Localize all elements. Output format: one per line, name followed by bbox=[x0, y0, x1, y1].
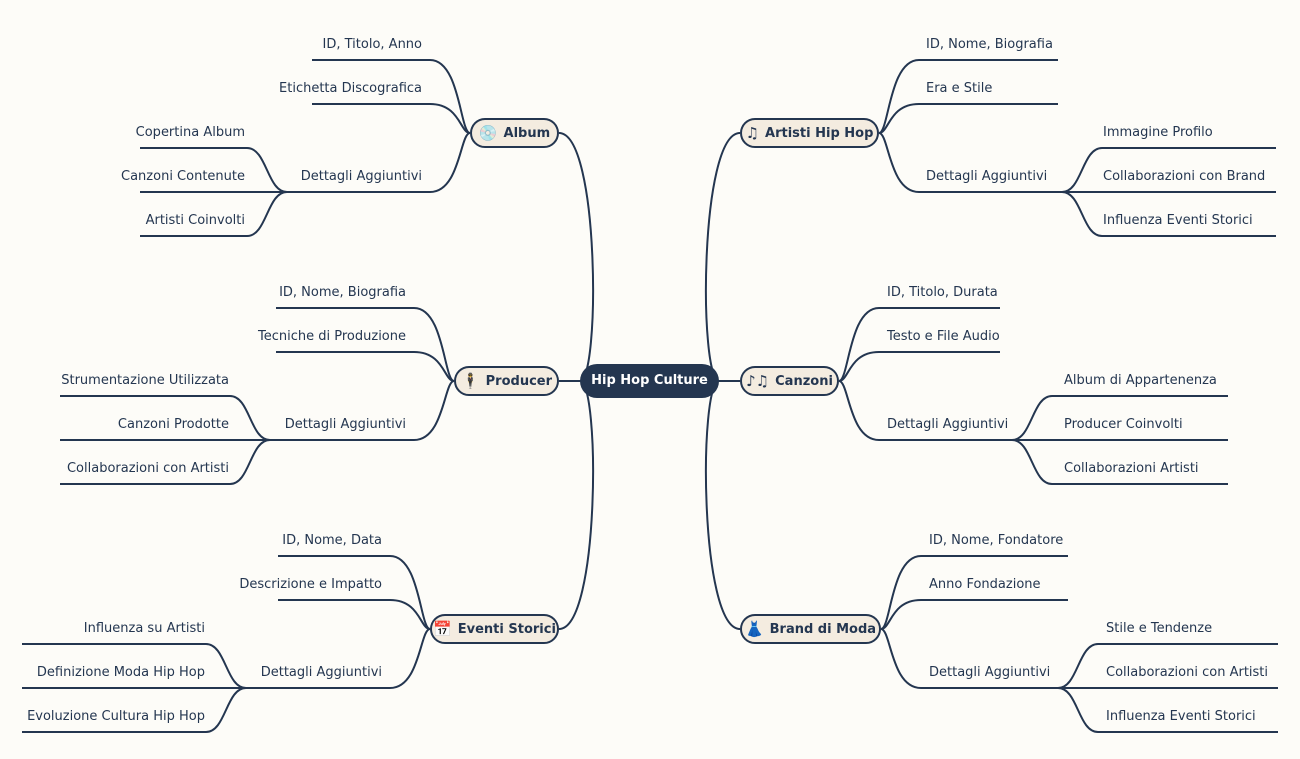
connector-sub bbox=[878, 132, 1062, 193]
connector-sub bbox=[287, 132, 471, 193]
connector-sub bbox=[838, 380, 1012, 441]
connector-center-topic bbox=[704, 380, 741, 630]
connector-sub-leaf bbox=[140, 191, 288, 237]
connector-center-topic bbox=[558, 132, 595, 382]
connector-leaf bbox=[312, 59, 471, 134]
topic-label: Artisti Hip Hop bbox=[765, 125, 874, 141]
connector-sub bbox=[246, 628, 431, 689]
topic-label: Brand di Moda bbox=[769, 621, 877, 637]
leaf-producer-id[interactable]: ID, Nome, Biografia bbox=[279, 285, 406, 300]
topic-label: Producer bbox=[485, 373, 553, 389]
connector-sub-leaf bbox=[60, 395, 271, 441]
cd-icon: 💿 bbox=[478, 123, 498, 142]
topic-label: Album bbox=[503, 125, 551, 141]
leaf-artisti-immagine[interactable]: Immagine Profilo bbox=[1103, 125, 1213, 140]
connector-sub-leaf bbox=[1057, 643, 1278, 689]
leaf-eventi-id[interactable]: ID, Nome, Data bbox=[282, 533, 382, 548]
connector-leaf bbox=[880, 599, 1068, 630]
leaf-eventi-evoluzione[interactable]: Evoluzione Cultura Hip Hop bbox=[27, 709, 205, 724]
leaf-eventi-influenza[interactable]: Influenza su Artisti bbox=[83, 621, 205, 636]
leaf-canzoni-testo[interactable]: Testo e File Audio bbox=[887, 329, 1000, 344]
connector-sub-leaf bbox=[1057, 687, 1278, 733]
connector-sub-leaf bbox=[1011, 439, 1228, 485]
leaf-brand-dettagli[interactable]: Dettagli Aggiuntivi bbox=[929, 665, 1051, 680]
leaf-brand-anno[interactable]: Anno Fondazione bbox=[929, 577, 1041, 592]
leaf-album-etichetta[interactable]: Etichetta Discografica bbox=[279, 81, 422, 96]
leaf-album-dettagli[interactable]: Dettagli Aggiuntivi bbox=[300, 169, 422, 184]
leaf-album-artisti[interactable]: Artisti Coinvolti bbox=[145, 213, 245, 228]
topic-label: Eventi Storici bbox=[457, 621, 556, 637]
leaf-artisti-id[interactable]: ID, Nome, Biografia bbox=[926, 37, 1053, 52]
connector-sub-leaf bbox=[140, 147, 288, 193]
topic-album[interactable]: 💿 Album bbox=[470, 118, 559, 148]
connector-leaf bbox=[276, 307, 455, 382]
producer-icon: 🕴 bbox=[460, 371, 480, 390]
connector-sub bbox=[270, 380, 455, 441]
leaf-producer-collaborazioni[interactable]: Collaborazioni con Artisti bbox=[66, 461, 229, 476]
connector-sub-leaf bbox=[22, 643, 247, 689]
topic-artisti-hip-hop[interactable]: ♫ Artisti Hip Hop bbox=[740, 118, 879, 148]
connector-center-topic bbox=[704, 132, 741, 382]
connector-center-topic bbox=[558, 380, 595, 630]
leaf-album-id-titolo-anno[interactable]: ID, Titolo, Anno bbox=[322, 37, 422, 52]
connector-leaf bbox=[880, 555, 1068, 630]
topic-canzoni[interactable]: ♪♫ Canzoni bbox=[740, 366, 839, 396]
connector-sub-leaf bbox=[1061, 147, 1276, 193]
leaf-producer-strumentazione[interactable]: Strumentazione Utilizzata bbox=[61, 373, 229, 388]
connector-leaf bbox=[838, 307, 1000, 382]
leaf-canzoni-collaborazioni[interactable]: Collaborazioni Artisti bbox=[1064, 461, 1199, 476]
leaf-brand-id[interactable]: ID, Nome, Fondatore bbox=[929, 533, 1064, 548]
leaf-producer-canzoni[interactable]: Canzoni Prodotte bbox=[117, 417, 229, 432]
center-node[interactable]: Hip Hop Culture bbox=[580, 364, 719, 398]
topic-eventi-storici[interactable]: 📅 Eventi Storici bbox=[430, 614, 559, 644]
connector-sub-leaf bbox=[1061, 191, 1276, 237]
connector-leaf bbox=[312, 103, 471, 134]
leaf-album-canzoni[interactable]: Canzoni Contenute bbox=[121, 169, 245, 184]
leaf-canzoni-dettagli[interactable]: Dettagli Aggiuntivi bbox=[887, 417, 1009, 432]
leaf-artisti-influenza[interactable]: Influenza Eventi Storici bbox=[1103, 213, 1253, 228]
leaf-producer-dettagli[interactable]: Dettagli Aggiuntivi bbox=[284, 417, 406, 432]
connector-leaf bbox=[278, 599, 431, 630]
leaf-brand-influenza[interactable]: Influenza Eventi Storici bbox=[1106, 709, 1256, 724]
leaf-eventi-definizione[interactable]: Definizione Moda Hip Hop bbox=[36, 665, 205, 680]
leaf-artisti-dettagli[interactable]: Dettagli Aggiuntivi bbox=[926, 169, 1048, 184]
leaf-canzoni-id[interactable]: ID, Titolo, Durata bbox=[887, 285, 998, 300]
calendar-icon: 📅 bbox=[433, 619, 452, 638]
leaf-artisti-era[interactable]: Era e Stile bbox=[926, 81, 993, 96]
leaf-eventi-dettagli[interactable]: Dettagli Aggiuntivi bbox=[260, 665, 382, 680]
connector-leaf bbox=[276, 351, 455, 382]
connector-sub-leaf bbox=[1011, 395, 1228, 441]
topic-label: Canzoni bbox=[775, 373, 833, 389]
topic-producer[interactable]: 🕴 Producer bbox=[454, 366, 559, 396]
connector-leaf bbox=[838, 351, 1000, 382]
leaf-brand-collaborazioni[interactable]: Collaborazioni con Artisti bbox=[1106, 665, 1269, 680]
leaf-producer-tecniche[interactable]: Tecniche di Produzione bbox=[258, 329, 406, 344]
leaf-canzoni-album[interactable]: Album di Appartenenza bbox=[1064, 373, 1217, 388]
leaf-album-copertina[interactable]: Copertina Album bbox=[135, 125, 245, 140]
music-note-icon: ♫ bbox=[745, 123, 760, 142]
connector-leaf bbox=[878, 103, 1058, 134]
connector-leaf bbox=[878, 59, 1058, 134]
connector-leaf bbox=[278, 555, 431, 630]
leaf-eventi-descrizione[interactable]: Descrizione e Impatto bbox=[239, 577, 382, 592]
topic-brand-di-moda[interactable]: 👗 Brand di Moda bbox=[740, 614, 881, 644]
connector-sub-leaf bbox=[22, 687, 247, 733]
connector-sub-leaf bbox=[60, 439, 271, 485]
dress-icon: 👗 bbox=[744, 619, 764, 638]
leaf-canzoni-producer[interactable]: Producer Coinvolti bbox=[1064, 417, 1183, 432]
connector-sub bbox=[880, 628, 1058, 689]
leaf-brand-stile[interactable]: Stile e Tendenze bbox=[1106, 621, 1213, 636]
music-notes-icon: ♪♫ bbox=[746, 371, 770, 390]
leaf-artisti-collaborazioni[interactable]: Collaborazioni con Brand bbox=[1103, 169, 1266, 184]
